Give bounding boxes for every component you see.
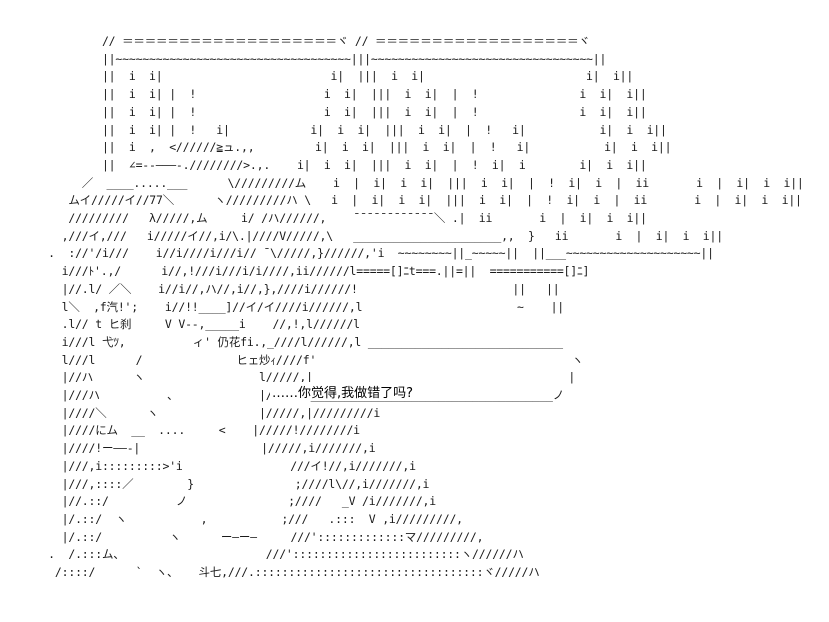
art-line: . ://'/i/// i//i////i///i// ̄ \/////,}//… bbox=[28, 246, 714, 261]
art-line: l＼ ,f汽!'; i//!!____]//イ/イ////i//////,l ~… bbox=[28, 299, 565, 314]
art-line: ///////// λ/////,ム i/ /ハ//////, ̄ ̄ ̄ ̄ … bbox=[28, 211, 647, 226]
speech-bubble-text: ……你觉得,我做错了吗? bbox=[270, 382, 416, 401]
art-line: ムイ/////イ//77＼ ヽ/////////ハ \ i | i| i i| … bbox=[28, 193, 802, 208]
art-line: || i i| | ! i i| ||| i i| | ! i i| i|| bbox=[28, 104, 647, 119]
art-line: |///,i:::::::::>'i ///イ!//,i///////,i bbox=[28, 458, 416, 473]
art-line: . /.:::ム、 ///':::::::::::::::::::::::::ヽ… bbox=[28, 547, 524, 562]
ascii-art-figure: // ＝＝＝＝＝＝＝＝＝＝＝＝＝＝＝＝＝＝＝ヾ // ＝＝＝＝＝＝＝＝＝＝＝＝＝… bbox=[28, 33, 804, 582]
art-line: || i , <//////≧ュ.,, i| i i| ||| i i| | !… bbox=[28, 140, 672, 155]
art-line: ||~~~~~~~~~~~~~~~~~~~~~~~~~~~~~~~~~~~|||… bbox=[28, 51, 607, 66]
art-line: || i i| i| ||| i i| i| i|| bbox=[28, 69, 634, 84]
art-line: .l// t ヒ刹 V V--,_____i //,!,l//////l bbox=[28, 317, 360, 332]
art-line: ／ ____.....___ \/////////ム i | i| i i| |… bbox=[28, 175, 804, 190]
art-line: l///l / ヒェ炒ｨ////f' ヽ bbox=[28, 352, 584, 367]
art-line: i///l 弋ﾂ, ィ' 仍花fi.,_////l//////,l ______… bbox=[28, 334, 563, 349]
art-line: || i i| | ! i i| ||| i i| | ! i i| i|| bbox=[28, 87, 647, 102]
art-line: || i i| | ! i| i| i i| ||| i i| | ! i| i… bbox=[28, 122, 667, 137]
art-line: i///ﾄ'.,/ i//,!///i///i/i////,ii//////l=… bbox=[28, 264, 590, 279]
art-line: |//.::/ ノ ;//// _V /i///////,i bbox=[28, 494, 437, 509]
art-line: |/.::/ ヽ ー―ー― ///':::::::::::::マ////////… bbox=[28, 529, 484, 544]
art-line: |///,::::／ } ;////l\//,i///////,i bbox=[28, 476, 430, 491]
art-line: |/.::/ ヽ , ;/// .::: V ,i/////////, bbox=[28, 511, 463, 526]
art-line: |//ハ ヽ l/////,| | bbox=[28, 370, 576, 385]
art-line: |////!ー――-| |/////,i///////,i bbox=[28, 441, 376, 456]
art-line: |////にム __ .... < |/////!////////i bbox=[28, 423, 360, 438]
art-line: |////＼ ヽ |/////,|/////////i bbox=[28, 405, 381, 420]
art-line: ,///イ,/// i/////イ//,i/\.|////V/////,\ __… bbox=[28, 228, 724, 243]
art-line: |//.l/ ／＼ i//i//,ハ//,i//,},////i//////! … bbox=[28, 281, 560, 296]
art-line: || ∠=-‐―――-.////////>.,. i| i i| ||| i i… bbox=[28, 157, 647, 172]
art-line: // ＝＝＝＝＝＝＝＝＝＝＝＝＝＝＝＝＝＝＝ヾ // ＝＝＝＝＝＝＝＝＝＝＝＝＝… bbox=[28, 34, 590, 48]
art-line: /::::/ ` ヽ、 斗七,///.:::::::::::::::::::::… bbox=[28, 565, 540, 580]
